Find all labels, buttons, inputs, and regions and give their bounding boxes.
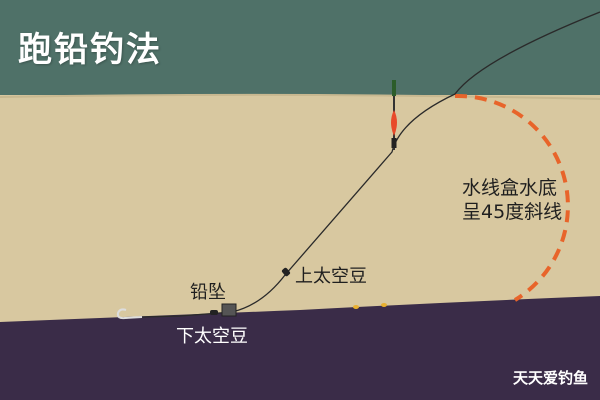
- page-title: 跑铅钓法: [18, 30, 162, 70]
- sky-band: [0, 0, 600, 100]
- angle-arc: [454, 93, 570, 302]
- upper-bean-label: 上太空豆: [295, 266, 367, 287]
- fishing-line: [141, 11, 600, 318]
- water-body: [0, 95, 600, 335]
- angle-note-line2: 呈45度斜线: [462, 201, 563, 223]
- angle-note: 水线盒水底 呈45度斜线: [462, 176, 562, 224]
- lake-bottom: [0, 296, 600, 400]
- bead-icon: [353, 303, 387, 309]
- sinker-label: 铅坠: [190, 282, 226, 303]
- lower-bean-label: 下太空豆: [176, 326, 248, 347]
- angle-note-line1: 水线盒水底: [462, 177, 558, 199]
- float-icon: [391, 80, 397, 150]
- hook-icon: [116, 308, 143, 320]
- sinker-icon: [221, 303, 237, 317]
- watermark: 天天爱钓鱼: [512, 369, 588, 387]
- upper-bean-icon: [281, 267, 291, 277]
- lower-bean-icon: [210, 310, 218, 315]
- water-surface: [0, 93, 600, 100]
